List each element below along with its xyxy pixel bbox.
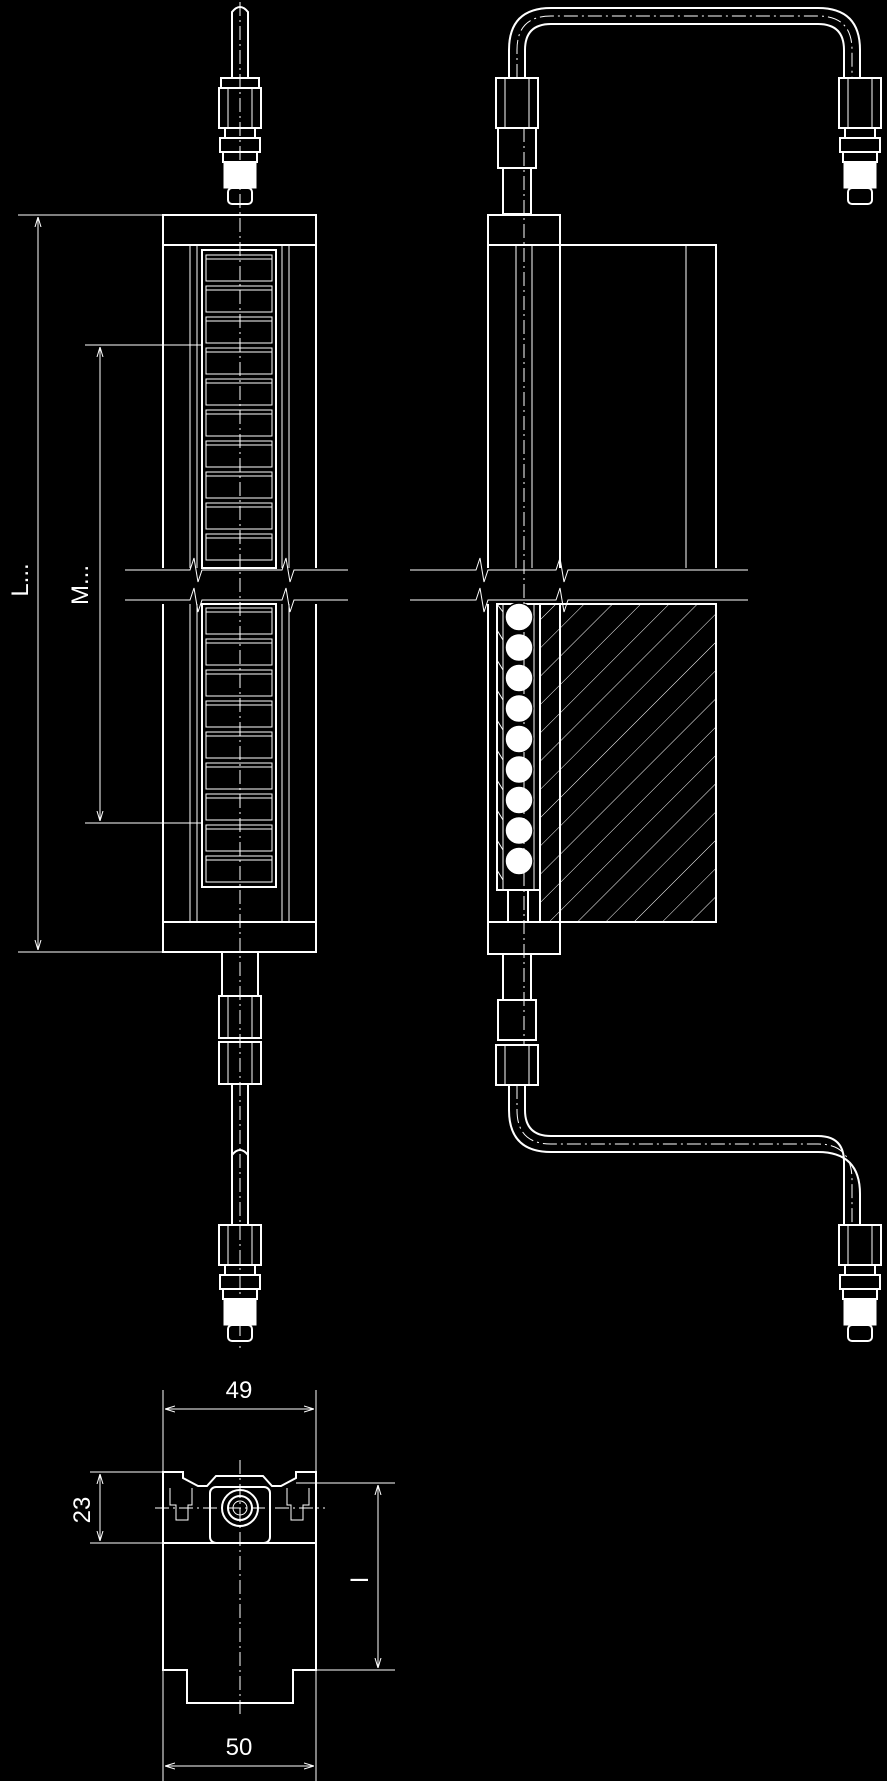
end-view: 49 50 23 l — [69, 1377, 395, 1781]
ball — [504, 846, 534, 876]
dimension-length: L... — [7, 214, 163, 953]
magnet-segment — [205, 533, 273, 561]
magnet-segment — [205, 440, 273, 468]
ball-chain — [504, 602, 534, 876]
magnet-segment — [205, 824, 273, 852]
magnet-segment — [205, 855, 273, 883]
top-right-fitting — [838, 77, 882, 205]
dimension-measuring-length: M... — [67, 344, 202, 824]
dimension-fixed-distance: l — [296, 1482, 395, 1671]
ball — [504, 785, 534, 815]
magnet-segment — [205, 502, 273, 530]
dimension-width-bottom: 50 — [162, 1670, 317, 1781]
top-bent-tube — [508, 7, 861, 78]
front-break-lines — [125, 557, 348, 613]
dimension-width-top-label: 49 — [226, 1377, 253, 1404]
side-body — [487, 244, 717, 923]
front-body — [162, 245, 317, 922]
ball — [504, 724, 534, 754]
magnet-segment — [205, 762, 273, 790]
ball — [504, 815, 534, 846]
magnet-segment — [205, 793, 273, 821]
dimension-width-top: 49 — [162, 1377, 317, 1472]
dimension-measuring-length-label: M... — [67, 565, 94, 605]
magnet-segment — [205, 607, 273, 635]
magnet-segment — [205, 378, 273, 406]
magnet-segment — [205, 731, 273, 759]
dimension-width-bottom-label: 50 — [226, 1734, 253, 1761]
side-section-view — [410, 7, 882, 1342]
front-view: L... M... — [7, 2, 348, 1348]
magnet-segment — [205, 471, 273, 499]
dimension-offset-height: 23 — [69, 1471, 183, 1544]
dimension-length-label: L... — [7, 563, 34, 596]
magnet-segment — [205, 316, 273, 344]
magnet-segment — [205, 700, 273, 728]
top-left-fitting — [495, 77, 539, 215]
ball — [504, 632, 534, 663]
magnet-segment — [205, 638, 273, 666]
side-break-lines — [410, 557, 748, 613]
bottom-right-fitting — [838, 1224, 882, 1342]
ball — [504, 754, 534, 785]
dimension-offset-height-label: 23 — [69, 1497, 96, 1524]
ball — [504, 602, 534, 632]
magnet-segment — [205, 347, 273, 375]
bottom-left-fitting — [495, 953, 539, 1086]
dimension-fixed-distance-label: l — [347, 1577, 374, 1582]
magnet-segment — [205, 669, 273, 697]
ball — [504, 693, 534, 724]
end-profile — [162, 1471, 317, 1544]
front-magnet-segments — [205, 254, 273, 883]
bottom-bent-tube — [508, 1085, 861, 1225]
magnet-segment — [205, 254, 273, 282]
magnet-segment — [205, 285, 273, 313]
ball — [504, 663, 534, 693]
magnet-segment — [205, 409, 273, 437]
